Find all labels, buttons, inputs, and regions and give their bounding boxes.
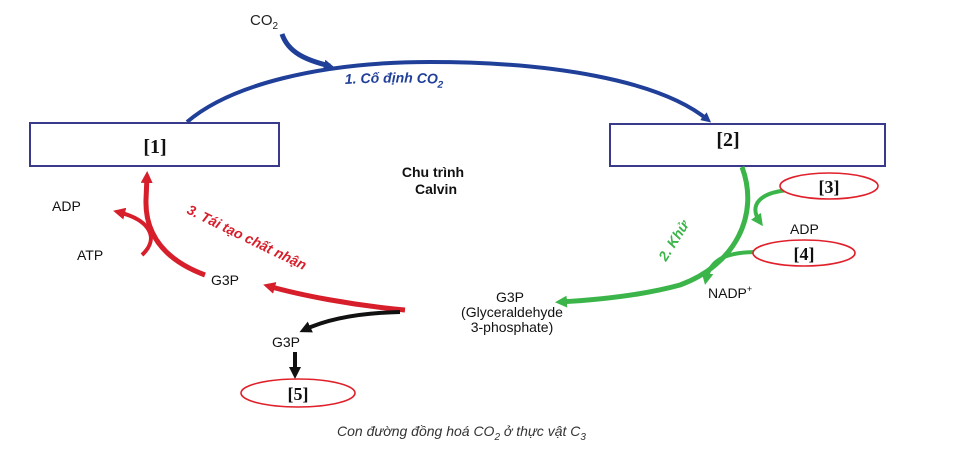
- oval-4-label: [4]: [794, 244, 815, 264]
- atp-left-label: ATP: [77, 247, 103, 263]
- regeneration-arrow: [263, 282, 406, 313]
- oval-5: [240, 378, 356, 408]
- adp-left-label: ADP: [52, 198, 81, 214]
- oval-4: [752, 239, 856, 267]
- co2-input-label: CO2: [250, 12, 279, 32]
- oval-3: [779, 172, 879, 200]
- box-1-label: [1]: [143, 136, 166, 158]
- co2-input-arrow: [279, 33, 334, 70]
- output-arrow: [299, 310, 401, 333]
- adp-right-label: ADP: [790, 221, 819, 237]
- fixation-arrow: [185, 59, 712, 124]
- atp-to-adp-arrow: [751, 188, 791, 227]
- step-reduction-label: 2. Khử: [654, 217, 692, 265]
- cycle-name-line1: Chu trình: [402, 164, 464, 180]
- regeneration-arc: [140, 171, 206, 278]
- reduction-arrow: [555, 166, 751, 308]
- step-fixation-label: 1. Cố định CO2: [344, 69, 444, 90]
- oval-5-label: [5]: [288, 384, 309, 404]
- nadp-label: NADP+: [708, 284, 752, 301]
- box-1: [29, 122, 280, 167]
- box-2: [609, 123, 886, 167]
- step-regeneration-label: 3. Tái tạo chất nhận: [185, 201, 310, 273]
- g3p-output-label: G3P: [272, 334, 300, 350]
- cycle-name-line2: Calvin: [415, 181, 457, 197]
- g3p-regen-label: G3P: [211, 272, 239, 288]
- figure-caption: Con đường đồng hoá CO2 ở thực vật C3: [337, 423, 586, 443]
- atp-to-adp-left-arrow: [113, 207, 153, 257]
- g3p-center-line2: (Glyceraldehyde: [461, 304, 563, 320]
- box-2-label: [2]: [716, 129, 739, 151]
- oval-3-label: [3]: [819, 177, 840, 197]
- g3p-center-line3: 3-phosphate): [471, 319, 554, 335]
- nadph-to-nadp-arrow: [701, 250, 758, 285]
- g3p-center-line1: G3P: [496, 289, 524, 305]
